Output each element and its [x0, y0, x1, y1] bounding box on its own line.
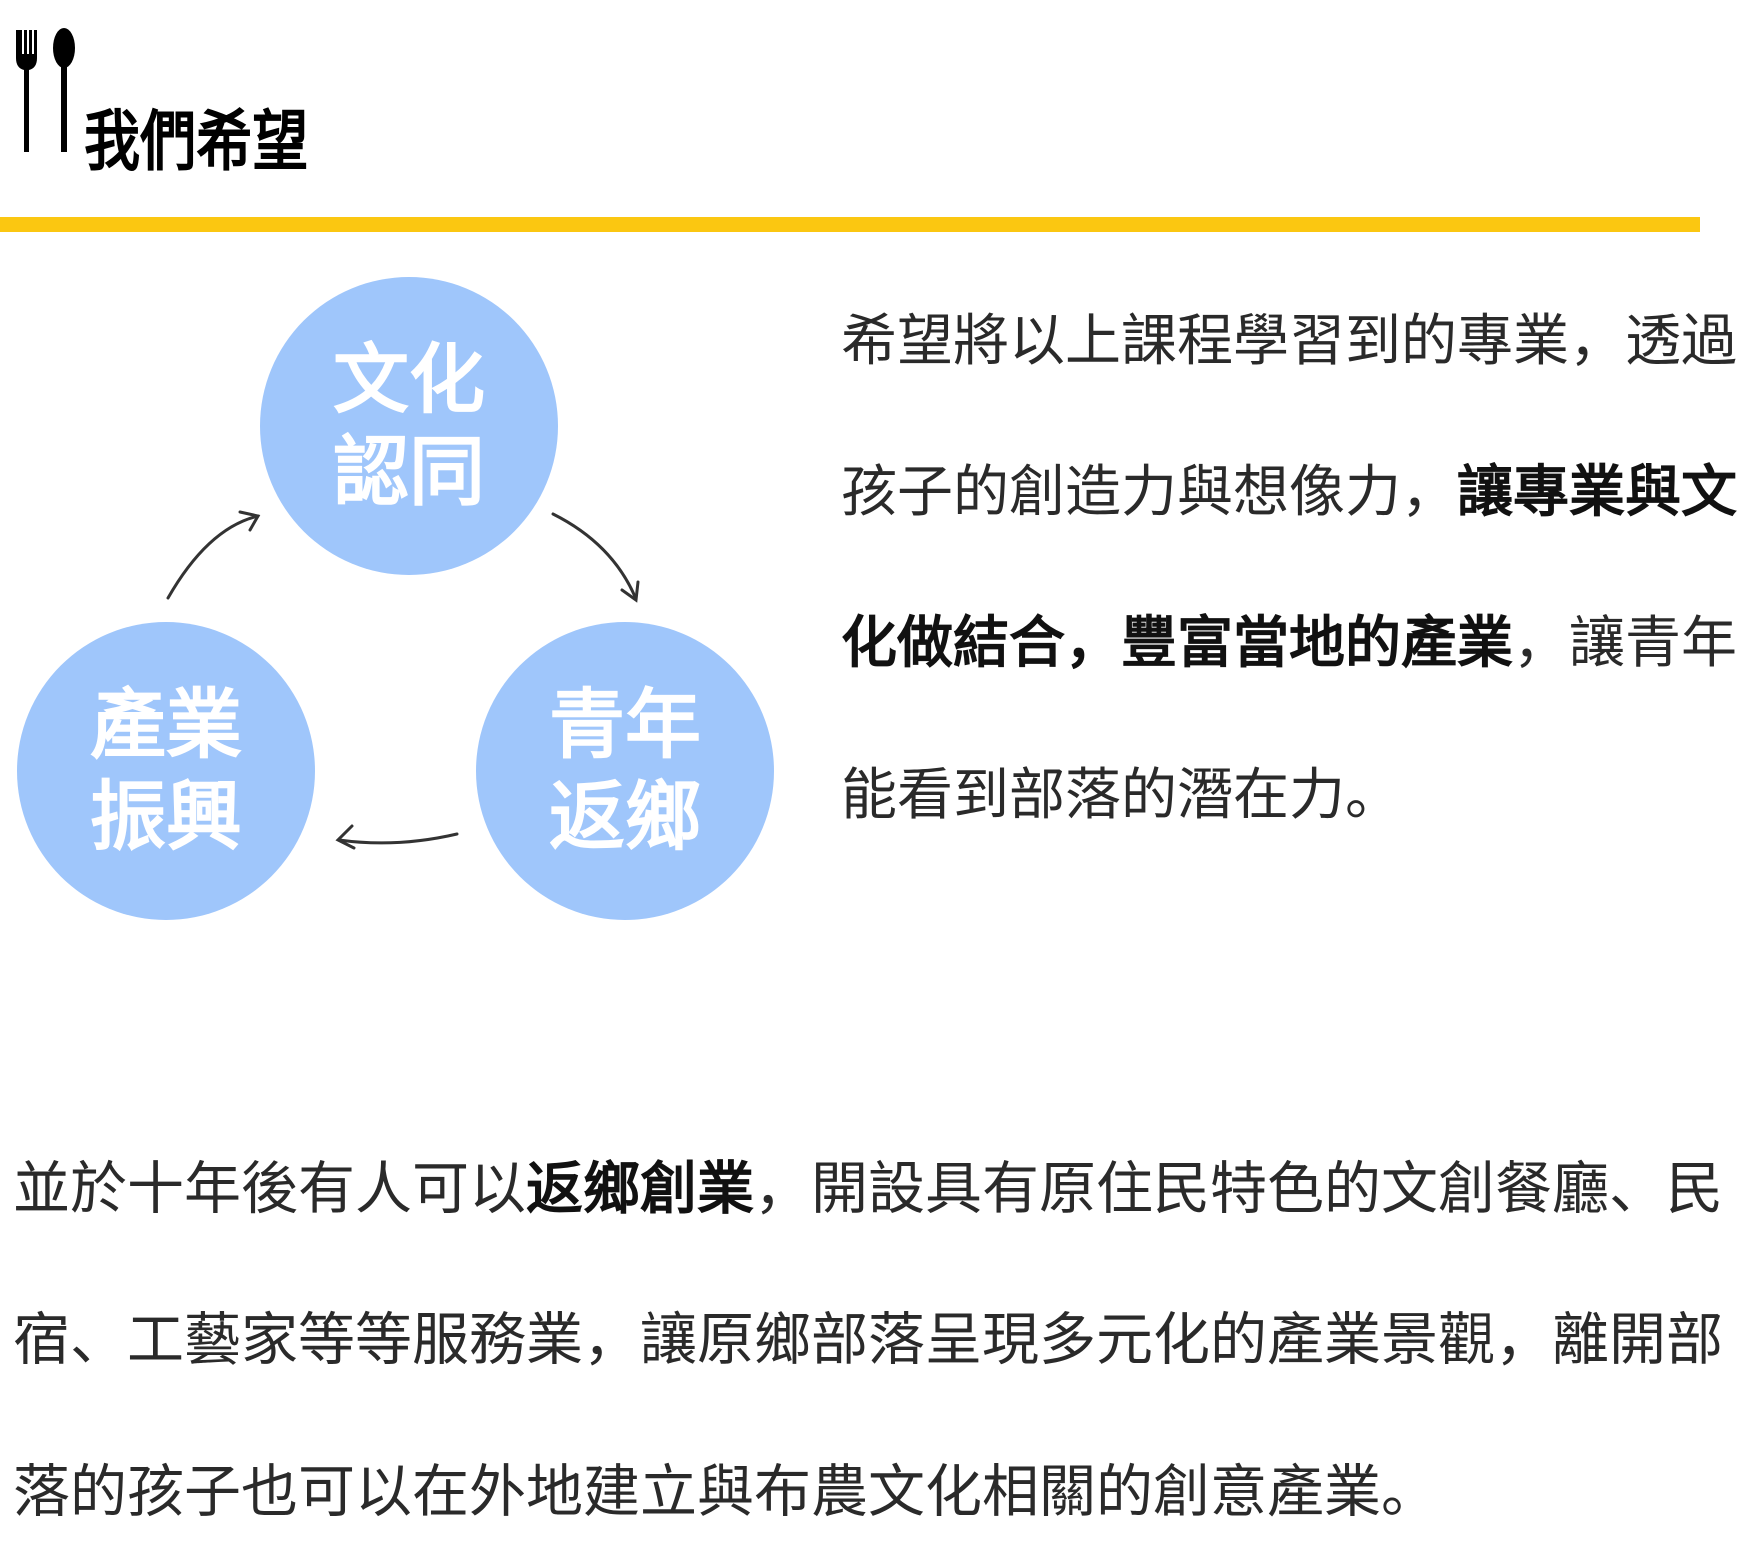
right-text-line: 化做結合，豐富當地的產業，讓青年: [841, 614, 1737, 674]
circle-label: 產業: [90, 680, 242, 769]
page-title: 我們希望: [84, 103, 309, 180]
text: 孩子的創造力與想像力，: [841, 460, 1457, 525]
circle-label: 文化: [333, 335, 485, 424]
text: ，開設具有原住民特色的文創餐廳、民: [754, 1156, 1723, 1222]
fork-spoon-icon: [16, 28, 75, 152]
arrow-icon: [166, 510, 261, 600]
bold-text: 讓專業與文: [1457, 460, 1737, 525]
text: 並於十年後有人可以: [13, 1156, 526, 1222]
right-text-line: 孩子的創造力與想像力，讓專業與文: [841, 463, 1737, 523]
circle-youth-return: 青年返鄉: [476, 622, 774, 920]
circle-label: 振興: [90, 772, 242, 861]
right-text-line: 能看到部落的潛在力。: [841, 763, 1401, 828]
accent-divider: [0, 217, 1700, 232]
circle-label: 認同: [333, 427, 485, 516]
bottom-text-line: 並於十年後有人可以返鄉創業，開設具有原住民特色的文創餐廳、民: [13, 1159, 1723, 1219]
bold-text: 返鄉創業: [526, 1156, 754, 1222]
circle-label: 返鄉: [549, 772, 701, 861]
bold-text: 化做結合，豐富當地的產業: [841, 611, 1513, 676]
bottom-text-line: 落的孩子也可以在外地建立與布農文化相關的創意產業。: [13, 1459, 1438, 1525]
arrow-icon: [335, 824, 459, 850]
circle-industry-revival: 產業振興: [17, 622, 315, 920]
circle-label: 青年: [549, 680, 701, 769]
arrow-icon: [551, 512, 640, 603]
bottom-text-line: 宿、工藝家等等服務業，讓原鄉部落呈現多元化的產業景觀，離開部: [13, 1307, 1723, 1373]
right-text-line: 希望將以上課程學習到的專業，透過: [841, 309, 1737, 374]
text: ，讓青年: [1513, 611, 1737, 676]
circle-culture-identity: 文化認同: [260, 277, 558, 575]
